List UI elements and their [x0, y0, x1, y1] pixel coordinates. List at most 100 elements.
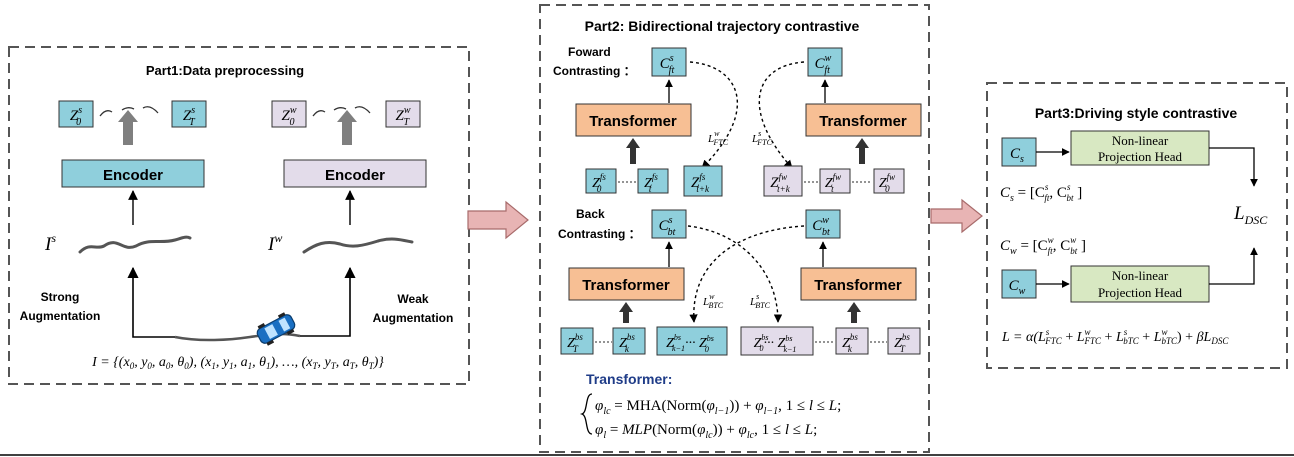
part2-frame — [539, 4, 930, 453]
part1-title: Part1:Data preprocessing — [146, 63, 304, 78]
equation-1: φlc = MHA(Norm(φl−1)) + φl−1, 1 ≤ l ≤ L; — [595, 398, 841, 417]
strong-augmentation-line1: Strong — [41, 290, 80, 304]
trajectory-weak — [302, 237, 414, 254]
svg-text:ZwT: ZwT — [395, 105, 410, 128]
back-contrast-curve-2 — [687, 225, 783, 323]
c-s-box: Cs — [1001, 137, 1037, 167]
part3-frame — [986, 82, 1288, 369]
encoder-weak-box — [283, 159, 427, 188]
transformer-back-strong — [568, 267, 685, 301]
equation-brace — [579, 393, 593, 435]
equation-2: φl = MLP(Norm(φlc)) + φlc, 1 ≤ l ≤ L; — [595, 422, 817, 441]
flow-arrow-1 — [467, 200, 529, 240]
arrow-weak-augmentation — [300, 266, 356, 337]
transformer-forward-weak-label: Transformer — [819, 113, 907, 130]
arrow-projection-s-to-loss — [1209, 147, 1258, 187]
svg-text:ZsT: ZsT — [183, 105, 196, 128]
projection-w-line1: Non-linear — [1112, 268, 1169, 283]
forward-label-1: Foward — [568, 45, 611, 59]
arrow-strong-augmentation — [127, 266, 175, 338]
projection-w-line2: Projection Head — [1098, 285, 1183, 300]
encoder-weak-label: Encoder — [325, 167, 385, 184]
loss-dsc: LDSC — [1233, 203, 1268, 227]
forward-contrast-curve-1 — [689, 61, 739, 169]
trajectory-strong — [78, 235, 192, 254]
arrow-tok-to-tf-back-w — [847, 302, 861, 323]
back-label-2: Contrasting ： — [558, 227, 641, 241]
car-icon — [256, 312, 296, 346]
gray-arrow-strong — [118, 110, 138, 145]
back-contrast-curve-1 — [689, 225, 805, 323]
weak-augmentation-line1: Weak — [397, 292, 428, 306]
svg-text:Zw0: Zw0 — [281, 105, 296, 128]
input-formula: I = {(x0, y0, a0, θ0), (x1, y1, a1, θ1),… — [91, 355, 384, 371]
c-w-box: Cw — [1001, 269, 1037, 299]
arrow-tok-to-tf-forward-w — [855, 138, 869, 164]
strong-input-label: Is — [44, 231, 56, 255]
encoder-strong-box — [61, 159, 205, 188]
part3-panel: Part3:Driving style contrastive Cs Non-l… — [986, 82, 1288, 369]
gray-arrow-weak — [337, 110, 357, 145]
transformer-back-weak-label: Transformer — [814, 277, 902, 294]
svg-text:Zs0: Zs0 — [70, 105, 82, 128]
latent-dashes-strong — [99, 106, 159, 117]
transformer-back-weak — [800, 267, 917, 301]
transformer-forward-strong-label: Transformer — [589, 113, 677, 130]
equations-title: Transformer: — [586, 371, 672, 387]
forward-label-2: Contrasting ： — [553, 64, 636, 78]
arrow-projection-w-to-loss — [1209, 247, 1258, 285]
arrow-tok-to-tf-back-s — [619, 302, 633, 323]
transformer-back-strong-label: Transformer — [582, 277, 670, 294]
latent-dashes-weak — [312, 106, 371, 117]
forward-contrast-curve-2 — [758, 61, 805, 169]
strong-augmentation-line2: Augmentation — [20, 309, 101, 323]
part2-panel: Part2: Bidirectional trajectory contrast… — [539, 4, 930, 453]
transformer-forward-weak — [805, 103, 922, 137]
part3-title: Part3:Driving style contrastive — [1035, 105, 1238, 121]
back-label-1: Back — [576, 207, 605, 221]
weak-input-label: Iw — [267, 231, 282, 255]
transformer-forward-strong — [575, 103, 692, 137]
projection-s-line1: Non-linear — [1112, 133, 1169, 148]
part1-frame — [8, 46, 470, 385]
encoder-strong-label: Encoder — [103, 167, 163, 184]
projection-s-line2: Projection Head — [1098, 149, 1183, 164]
part2-title: Part2: Bidirectional trajectory contrast… — [585, 18, 860, 34]
arrow-tok-to-tf-forward-s — [626, 138, 640, 164]
